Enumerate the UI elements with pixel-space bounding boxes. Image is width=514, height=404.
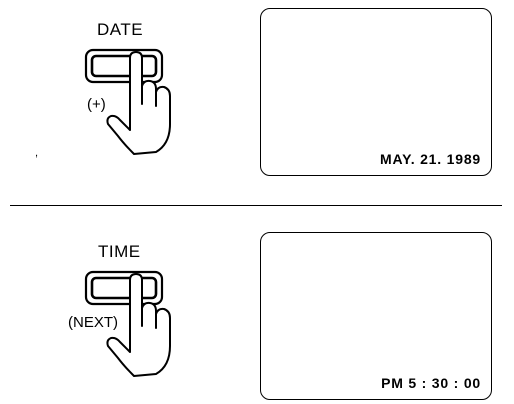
time-button[interactable]	[86, 272, 162, 304]
time-button-function-label: (NEXT)	[68, 314, 118, 331]
time-panel: TIME (NEXT) PM 5 : 30 : 00	[0, 210, 514, 404]
time-readout: PM 5 : 30 : 00	[381, 375, 481, 391]
date-button-label: DATE	[97, 20, 143, 40]
date-panel: DATE (+) MAY. 21. 1989 ,	[0, 0, 514, 200]
speck-mark: ,	[35, 147, 38, 159]
time-button-label: TIME	[98, 242, 141, 262]
date-button[interactable]	[86, 50, 162, 82]
pointing-hand-icon	[107, 52, 170, 154]
date-readout: MAY. 21. 1989	[380, 151, 481, 167]
date-display-screen: MAY. 21. 1989	[260, 8, 492, 176]
time-display-screen: PM 5 : 30 : 00	[260, 232, 492, 400]
section-divider	[10, 205, 502, 206]
date-button-function-label: (+)	[87, 96, 106, 113]
